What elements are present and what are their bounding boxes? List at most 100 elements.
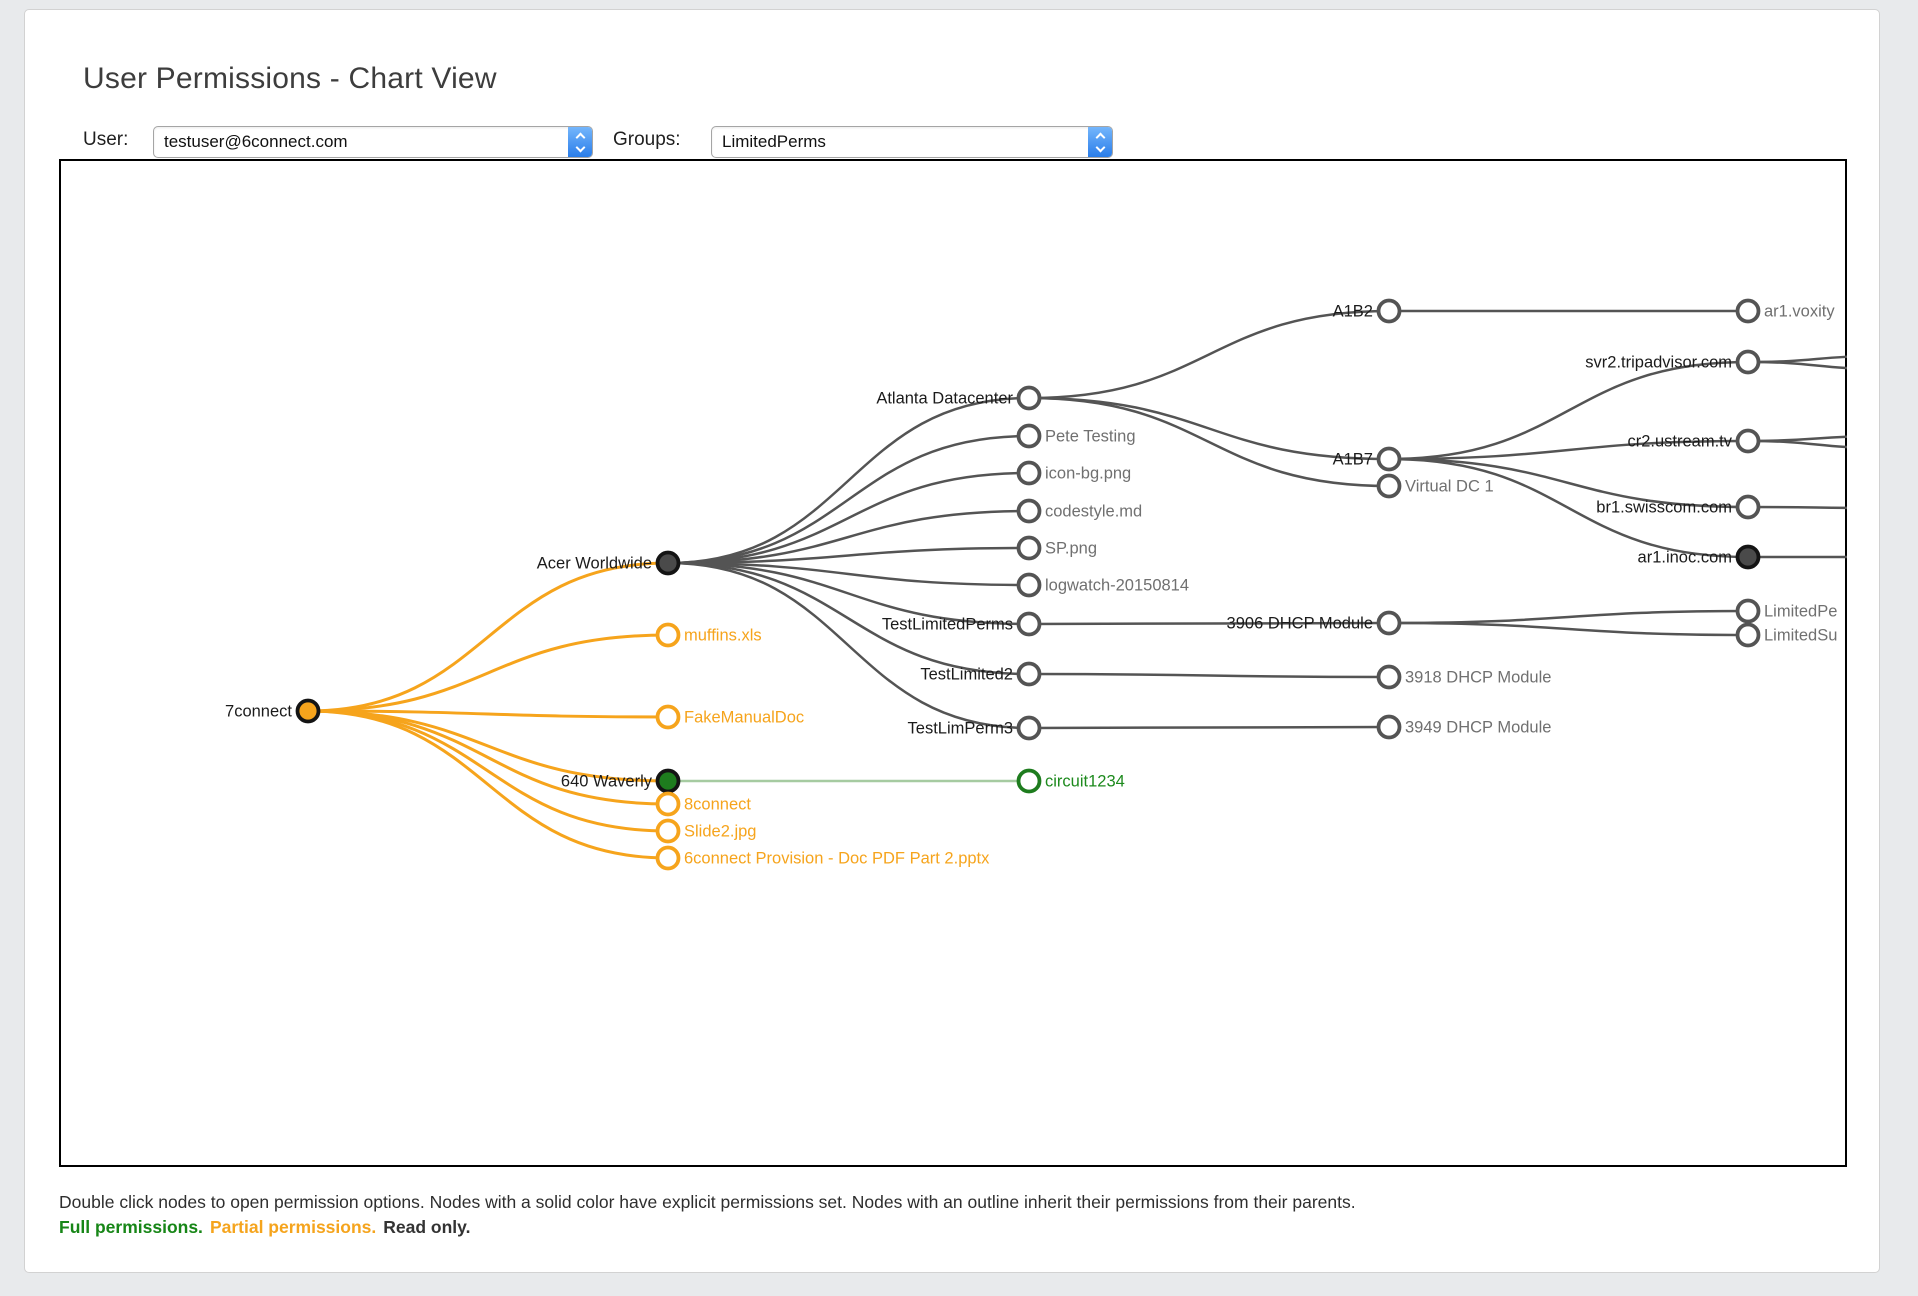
tree-edge (307, 709, 669, 833)
tree-edge (1028, 396, 1390, 461)
tree-node-n7connect[interactable] (295, 698, 321, 724)
tree-node-cr2[interactable] (1735, 428, 1761, 454)
chart-help-text: Double click nodes to open permission op… (59, 1192, 1356, 1212)
tree-node-sppng[interactable] (1016, 535, 1042, 561)
select-stepper-icon[interactable] (568, 127, 592, 157)
tree-node-label: LimitedPe (1764, 603, 1837, 621)
tree-node-label: 3906 DHCP Module (1227, 615, 1373, 633)
tree-node-label: svr2.tripadvisor.com (1585, 354, 1732, 372)
tree-node-codestyle[interactable] (1016, 498, 1042, 524)
tree-node-label: 7connect (225, 703, 292, 721)
tree-node-tlp3[interactable] (1016, 715, 1042, 741)
tree-node-label: 640 Waverly (561, 773, 653, 791)
legend-item: Read only. (383, 1217, 471, 1237)
tree-node-label: muffins.xls (684, 627, 762, 645)
tree-edge (1028, 309, 1390, 400)
tree-node-waverly[interactable] (655, 768, 681, 794)
tree-edge (1388, 360, 1749, 461)
tree-node-a1b7[interactable] (1376, 446, 1402, 472)
tree-node-label: Pete Testing (1045, 428, 1136, 446)
tree-node-label: SP.png (1045, 540, 1097, 558)
legend-item: Full permissions. (59, 1217, 203, 1237)
tree-node-pete[interactable] (1016, 423, 1042, 449)
tree-node-label: A1B2 (1333, 303, 1373, 321)
tree-edge (307, 561, 669, 713)
tree-edge (667, 546, 1030, 565)
tree-node-conn8[interactable] (655, 791, 681, 817)
tree-edge (1388, 609, 1749, 625)
tree-node-label: cr2.ustream.tv (1627, 433, 1732, 451)
tree-node-atlanta[interactable] (1016, 385, 1042, 411)
tree-node-inoc[interactable] (1735, 544, 1761, 570)
tree-edge (667, 434, 1030, 565)
tree-node-vdc1[interactable] (1376, 473, 1402, 499)
tree-edge (1028, 621, 1390, 626)
tree-edge-clipped (1747, 439, 1847, 449)
page-title: User Permissions - Chart View (83, 62, 497, 95)
tree-node-br1[interactable] (1735, 494, 1761, 520)
tree-node-svr2[interactable] (1735, 349, 1761, 375)
groups-select[interactable]: LimitedPerms (711, 126, 1113, 158)
tree-node-dhcp3949[interactable] (1376, 714, 1402, 740)
tree-edge (1388, 457, 1749, 509)
chevron-up-icon (1095, 132, 1105, 142)
tree-node-tlp[interactable] (1016, 611, 1042, 637)
tree-edge (1028, 725, 1390, 730)
chevron-up-icon (575, 132, 585, 142)
user-select-value: testuser@6connect.com (164, 132, 348, 151)
tree-node-label: codestyle.md (1045, 503, 1142, 521)
tree-node-lims[interactable] (1735, 622, 1761, 648)
tree-node-circuit[interactable] (1016, 768, 1042, 794)
tree-node-a1b2[interactable] (1376, 298, 1402, 324)
tree-node-label: br1.swisscom.com (1596, 499, 1732, 517)
tree-node-label: Virtual DC 1 (1405, 478, 1494, 496)
tree-edge (307, 709, 669, 860)
tree-edge-clipped (1747, 360, 1847, 370)
tree-node-acer[interactable] (655, 550, 681, 576)
tree-node-dhcp3906[interactable] (1376, 610, 1402, 636)
tree-node-slide2[interactable] (655, 818, 681, 844)
tree-edge (667, 561, 1030, 626)
tree-node-muffins[interactable] (655, 622, 681, 648)
tree-node-label: FakeManualDoc (684, 709, 804, 727)
permissions-chart-frame (59, 159, 1847, 1167)
tree-node-label: 3918 DHCP Module (1405, 669, 1551, 687)
tree-edge-clipped (1747, 505, 1847, 510)
tree-edge (667, 561, 1030, 730)
tree-node-label: 8connect (684, 796, 751, 814)
tree-node-label: A1B7 (1333, 451, 1373, 469)
tree-edge (667, 561, 1030, 676)
tree-edge (1388, 439, 1749, 461)
permissions-legend: Full permissions.Partial permissions.Rea… (59, 1217, 477, 1238)
tree-node-label: icon-bg.png (1045, 465, 1131, 483)
tree-node-fakedoc[interactable] (655, 704, 681, 730)
user-select[interactable]: testuser@6connect.com (153, 126, 593, 158)
tree-node-label: Atlanta Datacenter (876, 390, 1013, 408)
tree-edge (667, 471, 1030, 565)
tree-node-label: TestLimPerm3 (908, 720, 1013, 738)
tree-edge (307, 633, 669, 713)
tree-node-dhcp3918[interactable] (1376, 664, 1402, 690)
tree-node-iconbg[interactable] (1016, 460, 1042, 486)
tree-edge (667, 396, 1030, 565)
chevron-down-icon (1095, 142, 1105, 152)
tree-node-prov[interactable] (655, 845, 681, 871)
tree-node-limp[interactable] (1735, 598, 1761, 624)
select-stepper-icon[interactable] (1088, 127, 1112, 157)
tree-node-label: ar1.inoc.com (1638, 549, 1732, 567)
tree-node-logwatch[interactable] (1016, 572, 1042, 598)
tree-edge (667, 509, 1030, 565)
tree-node-voxity[interactable] (1735, 298, 1761, 324)
tree-node-tl2[interactable] (1016, 661, 1042, 687)
tree-node-label: ar1.voxity (1764, 303, 1835, 321)
tree-node-label: logwatch-20150814 (1045, 577, 1189, 595)
tree-edge (307, 709, 669, 719)
tree-node-label: circuit1234 (1045, 773, 1125, 791)
tree-edge (1028, 672, 1390, 679)
groups-label: Groups: (613, 129, 681, 150)
tree-edge (1388, 457, 1749, 559)
tree-node-label: Acer Worldwide (537, 555, 652, 573)
tree-edge (1028, 396, 1390, 488)
tree-edge (667, 561, 1030, 587)
